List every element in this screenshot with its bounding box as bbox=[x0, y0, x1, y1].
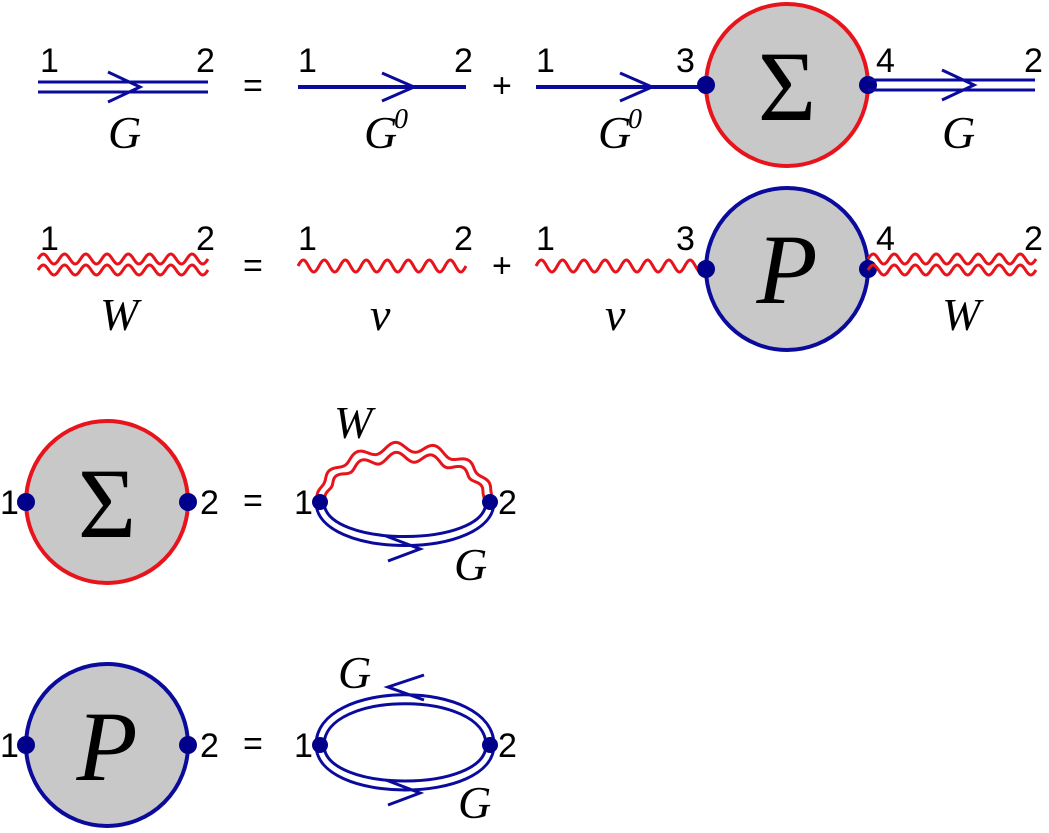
superscript-zero: 0 bbox=[394, 104, 408, 135]
polarization-blob: P bbox=[697, 186, 877, 352]
plus-sign: + bbox=[492, 67, 512, 105]
vertex-dot bbox=[697, 260, 715, 278]
symbol-v: v bbox=[370, 289, 391, 340]
arrow-icon bbox=[383, 673, 425, 702]
vertex-label-2: 2 bbox=[196, 220, 215, 258]
arrow-icon bbox=[107, 70, 144, 104]
equals-sign: = bbox=[243, 482, 263, 520]
symbol-g: G bbox=[942, 107, 975, 158]
vertex-label-2: 2 bbox=[454, 220, 473, 258]
vertex-label-1: 1 bbox=[40, 220, 59, 258]
vertex-dot bbox=[312, 737, 328, 753]
vertex-label-2: 2 bbox=[454, 42, 473, 80]
vertex-label-1: 1 bbox=[40, 42, 59, 80]
bare-interaction-v bbox=[296, 258, 468, 274]
vertex-label-2: 2 bbox=[1024, 220, 1043, 258]
symbol-g: G bbox=[458, 777, 491, 828]
bare-propagator-g0 bbox=[536, 71, 706, 103]
symbol-p: P bbox=[755, 214, 817, 325]
full-propagator-g bbox=[38, 70, 208, 104]
equals-sign: = bbox=[243, 725, 263, 763]
vertex-label-2: 2 bbox=[200, 727, 219, 765]
vertex-label-1: 1 bbox=[536, 220, 555, 258]
vertex-label-3: 3 bbox=[676, 42, 695, 80]
symbol-p: P bbox=[75, 691, 137, 802]
self-energy-blob: Σ bbox=[697, 2, 877, 168]
equals-sign: = bbox=[243, 67, 263, 105]
vertex-label-4: 4 bbox=[876, 42, 895, 80]
symbol-v: v bbox=[605, 289, 626, 340]
bare-propagator-g0 bbox=[298, 71, 466, 103]
full-propagator-g bbox=[314, 501, 496, 563]
vertex-dot bbox=[17, 736, 35, 754]
vertex-dot bbox=[482, 737, 498, 753]
vertex-label-2: 2 bbox=[498, 484, 517, 522]
symbol-sigma: Σ bbox=[78, 448, 136, 559]
symbol-w: W bbox=[942, 289, 984, 340]
vertex-label-2: 2 bbox=[200, 484, 219, 522]
equals-sign: = bbox=[243, 247, 263, 285]
arrow-icon bbox=[385, 778, 425, 807]
polarization-blob: P bbox=[17, 662, 197, 828]
arrow-icon bbox=[619, 71, 656, 103]
vertex-dot bbox=[17, 493, 35, 511]
vertex-label-1: 1 bbox=[0, 727, 19, 765]
arrow-icon bbox=[385, 534, 425, 563]
vertex-label-3: 3 bbox=[676, 220, 695, 258]
full-propagator-g bbox=[868, 68, 1035, 102]
superscript-zero: 0 bbox=[628, 104, 642, 135]
screened-interaction-w bbox=[36, 252, 210, 277]
vertex-dot bbox=[312, 494, 328, 510]
screened-interaction-w bbox=[866, 252, 1038, 277]
dyson-equation-w: 1 2 W = 1 2 v + 1 3 v P 4 2 bbox=[36, 186, 1043, 352]
vertex-label-4: 4 bbox=[876, 220, 895, 258]
vertex-dot bbox=[179, 736, 197, 754]
vertex-label-1: 1 bbox=[294, 727, 313, 765]
symbol-sigma: Σ bbox=[758, 31, 816, 142]
symbol-g: G bbox=[454, 539, 487, 590]
arrow-icon bbox=[381, 71, 418, 103]
arrow-icon bbox=[941, 68, 978, 102]
vertex-label-1: 1 bbox=[0, 484, 19, 522]
symbol-g0: G bbox=[364, 107, 397, 158]
self-energy-blob: Σ bbox=[17, 419, 197, 585]
bare-interaction-v bbox=[534, 258, 708, 274]
symbol-w: W bbox=[100, 289, 142, 340]
screened-interaction-w bbox=[315, 440, 495, 503]
dyson-equation-g: 1 2 G = 1 2 G 0 + 1 3 G 0 Σ bbox=[38, 2, 1043, 168]
vertex-label-1: 1 bbox=[298, 220, 317, 258]
vertex-label-1: 1 bbox=[298, 42, 317, 80]
symbol-w: W bbox=[334, 397, 376, 448]
plus-sign: + bbox=[492, 247, 512, 285]
symbol-g0: G bbox=[598, 107, 631, 158]
vertex-label-2: 2 bbox=[498, 727, 517, 765]
full-propagator-g bbox=[314, 744, 496, 807]
vertex-dot bbox=[482, 494, 498, 510]
vertex-label-2: 2 bbox=[196, 42, 215, 80]
symbol-g: G bbox=[108, 107, 141, 158]
full-propagator-g bbox=[314, 673, 496, 746]
vertex-label-1: 1 bbox=[294, 484, 313, 522]
self-energy-equation: Σ 1 2 = W G 1 2 bbox=[0, 397, 517, 590]
vertex-dot bbox=[179, 493, 197, 511]
vertex-label-2: 2 bbox=[1024, 42, 1043, 80]
polarization-equation: P 1 2 = G G 1 2 bbox=[0, 647, 517, 828]
symbol-g: G bbox=[338, 647, 371, 698]
vertex-label-1: 1 bbox=[536, 42, 555, 80]
vertex-dot bbox=[697, 76, 715, 94]
